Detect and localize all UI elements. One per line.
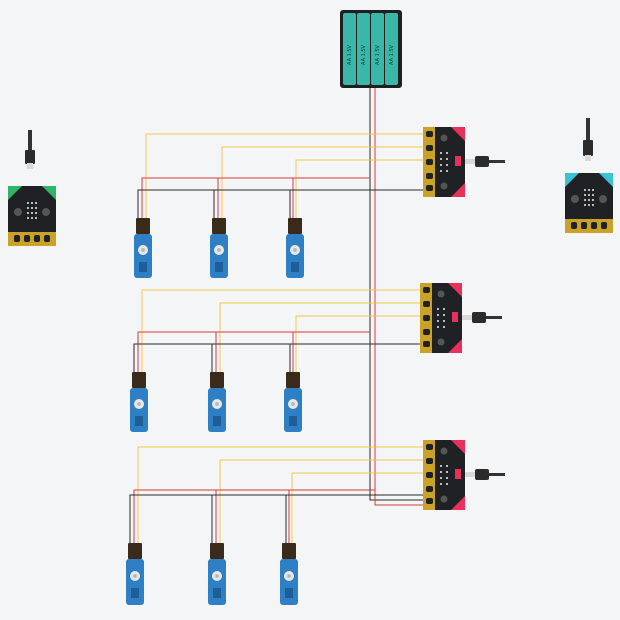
servo-1-3[interactable] [286,218,304,278]
battery-cell: AA 1.5V [371,13,384,85]
servo-3-2[interactable] [208,543,226,605]
battery-cell-label: AA 1.5V [361,44,367,65]
servo-3-3[interactable] [280,543,298,605]
servo-2-2[interactable] [208,372,226,432]
battery-cell: AA 1.5V [385,13,398,85]
battery-cell-label: AA 1.5V [389,44,395,65]
battery-pack[interactable]: AA 1.5V AA 1.5V AA 1.5V AA 1.5V [340,10,402,88]
servo-1-2[interactable] [210,218,228,278]
servo-2-1[interactable] [130,372,148,432]
battery-cell-label: AA 1.5V [375,44,381,65]
wires-group-3[interactable] [129,446,430,545]
wires-group-1[interactable] [137,133,430,221]
microbit-connected-3[interactable] [423,440,505,510]
microbit-standalone-right[interactable] [565,118,613,233]
microbit-connected-2[interactable] [420,283,502,353]
battery-cell-label: AA 1.5V [347,44,353,65]
servo-1-1[interactable] [134,218,152,278]
microbit-connected-1[interactable] [423,127,505,197]
battery-cell: AA 1.5V [343,13,356,85]
wires-group-2[interactable] [133,289,425,374]
servo-2-3[interactable] [284,372,302,432]
battery-cell: AA 1.5V [357,13,370,85]
servo-3-1[interactable] [126,543,144,605]
battery-leads[interactable] [369,88,430,506]
microbit-standalone-left[interactable] [8,130,56,246]
